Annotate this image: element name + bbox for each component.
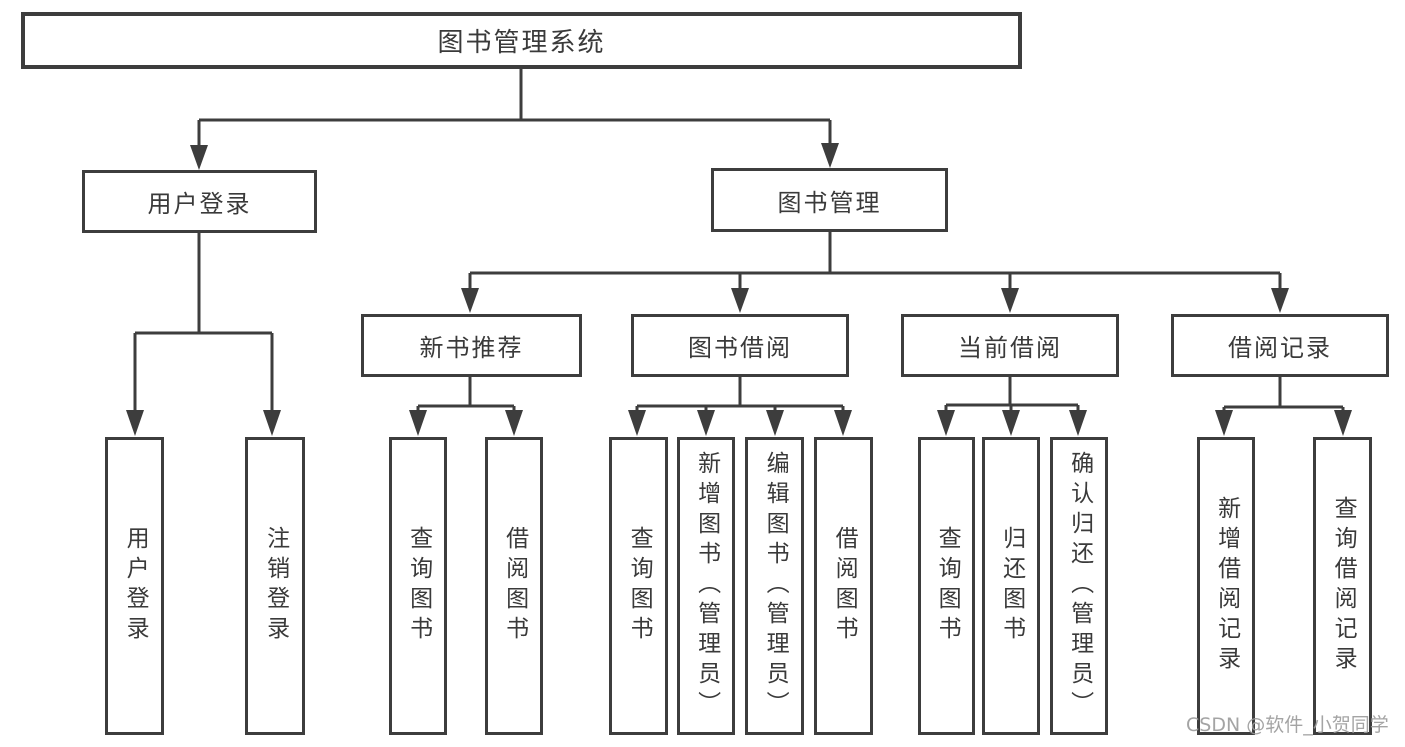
leaf-edit-book-admin: 编辑图书（管理员）	[745, 437, 804, 735]
leaf-query-book-2: 查询图书	[609, 437, 668, 735]
leaf-query-book-1-label: 查询图书	[405, 526, 432, 646]
csdn-watermark: CSDN @软件_小贺同学	[1186, 714, 1389, 736]
leaf-add-borrow-record-label: 新增借阅记录	[1213, 496, 1240, 676]
leaf-add-borrow-record: 新增借阅记录	[1197, 437, 1255, 735]
connector-current-borrow-children	[944, 377, 1080, 414]
node-borrow-record: 借阅记录	[1171, 314, 1389, 377]
leaf-return-book-label: 归还图书	[998, 526, 1025, 646]
node-borrow-record-label: 借阅记录	[1228, 334, 1332, 362]
node-book-borrow: 图书借阅	[631, 314, 849, 377]
leaf-query-book-3: 查询图书	[918, 437, 975, 735]
node-root: 图书管理系统	[21, 12, 1022, 69]
connector-new-book-children	[416, 377, 516, 414]
leaf-borrow-book-2: 借阅图书	[814, 437, 873, 735]
leaf-query-borrow-record: 查询借阅记录	[1313, 437, 1372, 735]
node-book-management: 图书管理	[711, 168, 948, 232]
leaf-logout: 注销登录	[245, 437, 305, 735]
node-current-borrow-label: 当前借阅	[958, 334, 1062, 362]
leaf-query-book-2-label: 查询图书	[626, 526, 653, 646]
node-root-label: 图书管理系统	[437, 28, 606, 58]
node-book-management-label: 图书管理	[777, 188, 882, 217]
leaf-add-book-admin: 新增图书（管理员）	[677, 437, 735, 735]
node-new-book-recommend: 新书推荐	[361, 314, 582, 377]
leaf-query-book-1: 查询图书	[389, 437, 447, 735]
leaf-confirm-return-admin: 确认归还（管理员）	[1050, 437, 1108, 735]
leaf-return-book: 归还图书	[982, 437, 1040, 735]
connector-root-to-level2	[197, 69, 832, 148]
node-book-borrow-label: 图书借阅	[688, 334, 792, 362]
node-user-login: 用户登录	[82, 170, 317, 233]
leaf-add-book-admin-label: 新增图书（管理员）	[693, 451, 720, 721]
leaf-borrow-book-2-label: 借阅图书	[831, 526, 858, 646]
connector-book-mgmt-children	[468, 232, 1282, 291]
leaf-query-book-3-label: 查询图书	[934, 526, 961, 646]
leaf-confirm-return-admin-label: 确认归还（管理员）	[1066, 451, 1093, 721]
leaf-borrow-book-1-label: 借阅图书	[501, 526, 528, 646]
node-current-borrow: 当前借阅	[901, 314, 1119, 377]
leaf-user-login-label: 用户登录	[122, 526, 149, 646]
connector-book-borrow-children	[635, 377, 845, 414]
connector-user-login-children	[133, 233, 274, 414]
leaf-user-login: 用户登录	[105, 437, 164, 735]
connector-borrow-record-children	[1222, 377, 1345, 414]
node-user-login-label: 用户登录	[147, 190, 252, 218]
leaf-borrow-book-1: 借阅图书	[485, 437, 543, 735]
leaf-edit-book-admin-label: 编辑图书（管理员）	[762, 451, 789, 721]
leaf-query-borrow-record-label: 查询借阅记录	[1330, 496, 1357, 676]
leaf-logout-label: 注销登录	[262, 526, 289, 646]
node-new-book-recommend-label: 新书推荐	[419, 334, 524, 362]
